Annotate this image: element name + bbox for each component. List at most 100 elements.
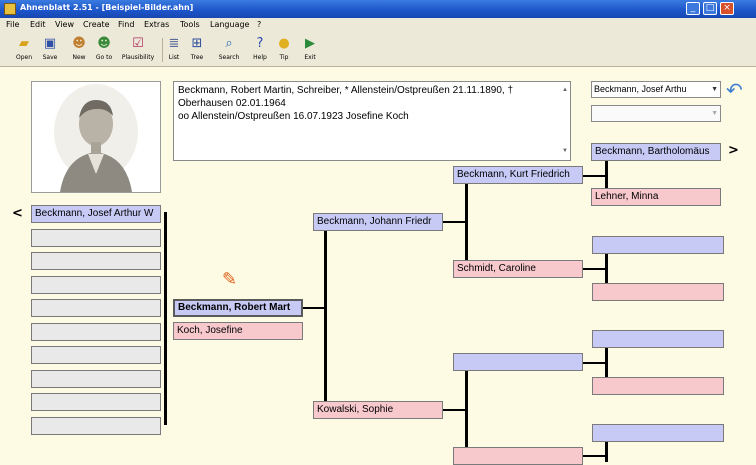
toolbar-separator	[162, 38, 163, 62]
menu-create[interactable]: Create	[83, 20, 110, 29]
child-box-empty[interactable]	[31, 252, 161, 270]
child-box-empty[interactable]	[31, 393, 161, 411]
toolbar: ▰ Open ▣ Save ☻ New ☻ Go to ☑ Plausibili…	[0, 32, 756, 67]
search-button[interactable]: ⌕ Search	[214, 36, 244, 64]
menu-help[interactable]: ?	[257, 20, 262, 29]
person-select-value: Beckmann, Josef Arthu	[594, 84, 687, 94]
second-select[interactable]: ▼	[591, 105, 721, 122]
search-label: Search	[218, 54, 240, 61]
menu-extras[interactable]: Extras	[144, 20, 170, 29]
child-box-empty[interactable]	[31, 323, 161, 341]
child-box-empty[interactable]	[31, 299, 161, 317]
chevron-down-icon: ▼	[711, 86, 718, 93]
plausibility-button[interactable]: ☑ Plausibility	[119, 36, 157, 64]
connector-line	[443, 409, 467, 411]
tree-label: Tree	[190, 54, 204, 61]
description-line: Beckmann, Robert Martin, Schreiber, * Al…	[178, 85, 513, 96]
menu-language[interactable]: Language	[210, 20, 250, 29]
great-grandmother-box[interactable]	[592, 377, 724, 395]
undo-icon[interactable]: ↶	[726, 78, 743, 102]
grandfather-box[interactable]: Beckmann, Kurt Friedrich	[453, 166, 583, 184]
grandmother-box[interactable]: Schmidt, Caroline	[453, 260, 583, 278]
tip-button[interactable]: ● Tip	[274, 36, 294, 64]
pencil-icon[interactable]: ✎	[222, 269, 238, 290]
great-grandparents-connector-line	[605, 433, 608, 462]
window-title: Ahnenblatt 2.51 - [Beispiel-Bilder.ahn]	[20, 3, 194, 12]
new-button[interactable]: ☻ New	[68, 36, 90, 64]
folder-open-icon: ▰	[19, 36, 29, 51]
great-grandparents-connector-line	[605, 245, 608, 293]
menu-view[interactable]: View	[55, 20, 74, 29]
child-box-empty[interactable]	[31, 229, 161, 247]
great-grandparents-connector-line	[605, 152, 608, 198]
parents-connector-line	[324, 222, 327, 410]
tip-label: Tip	[279, 54, 289, 61]
search-icon: ⌕	[225, 36, 233, 51]
nav-left-arrow[interactable]: <	[12, 206, 23, 221]
grandfather-box[interactable]	[453, 353, 583, 371]
portrait-image	[32, 82, 160, 192]
go-to-button[interactable]: ☻ Go to	[92, 36, 116, 64]
scroll-up-icon[interactable]: ▲	[562, 87, 568, 93]
great-grandfather-box[interactable]	[592, 236, 724, 254]
grandparents-connector-line	[465, 362, 468, 462]
child-box[interactable]: Beckmann, Josef Arthur W	[31, 205, 161, 223]
connector-line	[443, 221, 467, 223]
child-box-empty[interactable]	[31, 417, 161, 435]
help-button[interactable]: ? Help	[250, 36, 270, 64]
tree-button[interactable]: ⊞ Tree	[186, 36, 208, 64]
list-icon: ≣	[168, 36, 180, 51]
go-to-person-icon: ☻	[97, 36, 111, 51]
father-box[interactable]: Beckmann, Johann Friedr	[313, 213, 443, 231]
spouse-box[interactable]: Koch, Josefine	[173, 322, 303, 340]
child-box-empty[interactable]	[31, 346, 161, 364]
connector-line	[583, 362, 607, 364]
scroll-down-icon[interactable]: ▼	[562, 148, 568, 154]
mother-box[interactable]: Kowalski, Sophie	[313, 401, 443, 419]
lightbulb-icon: ●	[278, 36, 290, 51]
save-button[interactable]: ▣ Save	[38, 36, 62, 64]
children-connector-line	[164, 212, 167, 425]
menu-edit[interactable]: Edit	[30, 20, 46, 29]
menu-file[interactable]: File	[6, 20, 20, 29]
plausibility-icon: ☑	[132, 36, 144, 51]
go-to-label: Go to	[95, 54, 113, 61]
open-button[interactable]: ▰ Open	[12, 36, 36, 64]
main-person-box[interactable]: Beckmann, Robert Mart	[173, 299, 303, 317]
app-icon	[4, 3, 16, 15]
great-grandmother-box[interactable]: Lehner, Minna	[591, 188, 721, 206]
description-line: oo Allenstein/Ostpreußen 16.07.1923 Jose…	[178, 111, 409, 122]
maximize-button[interactable]: □	[703, 2, 717, 15]
floppy-disk-icon: ▣	[43, 36, 57, 51]
great-grandmother-box[interactable]	[592, 283, 724, 301]
close-button[interactable]: ×	[720, 2, 734, 15]
grandparents-connector-line	[465, 175, 468, 269]
grandmother-box[interactable]	[453, 447, 583, 465]
great-grandparents-connector-line	[605, 339, 608, 387]
child-box-empty[interactable]	[31, 276, 161, 294]
person-description[interactable]: Beckmann, Robert Martin, Schreiber, * Al…	[173, 81, 571, 161]
person-select[interactable]: Beckmann, Josef Arthu ▼	[591, 81, 721, 98]
menu-find[interactable]: Find	[118, 20, 135, 29]
exit-icon: ▶	[305, 36, 315, 51]
save-label: Save	[42, 54, 58, 61]
help-icon: ?	[256, 36, 264, 51]
great-grandfather-box[interactable]	[592, 424, 724, 442]
menu-bar: File Edit View Create Find Extras Tools …	[0, 18, 756, 32]
person-photo[interactable]	[31, 81, 161, 193]
new-person-icon: ☻	[72, 36, 86, 51]
open-label: Open	[15, 54, 33, 61]
title-bar: Ahnenblatt 2.51 - [Beispiel-Bilder.ahn] …	[0, 0, 756, 18]
exit-button[interactable]: ▶ Exit	[300, 36, 320, 64]
great-grandfather-box[interactable]	[592, 330, 724, 348]
tree-icon: ⊞	[191, 36, 203, 51]
nav-right-arrow[interactable]: >	[728, 143, 739, 158]
description-line: Oberhausen 02.01.1964	[178, 98, 286, 109]
menu-tools[interactable]: Tools	[180, 20, 200, 29]
minimize-button[interactable]: _	[686, 2, 700, 15]
list-button[interactable]: ≣ List	[165, 36, 183, 64]
child-box-empty[interactable]	[31, 370, 161, 388]
great-grandfather-box[interactable]: Beckmann, Bartholomäus	[591, 143, 721, 161]
list-label: List	[168, 54, 180, 61]
exit-label: Exit	[304, 54, 316, 61]
